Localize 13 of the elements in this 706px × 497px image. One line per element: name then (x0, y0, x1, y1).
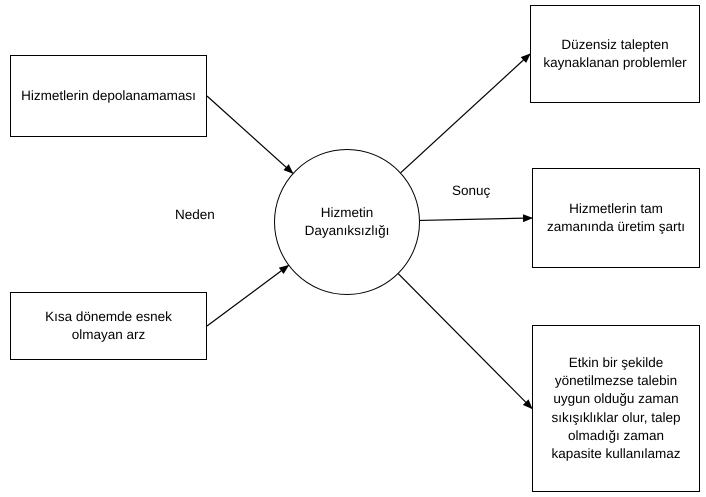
arrow (400, 53, 531, 174)
arrow (206, 96, 294, 174)
process-box: Kısa dönemde esnek olmayan arz (10, 292, 207, 360)
central-circle: Hizmetin Dayanıksızlığı (274, 149, 420, 295)
process-box: Hizmetlerin tam zamanında üretim şartı (532, 168, 700, 268)
process-box: Hizmetlerin depolanamaması (10, 55, 207, 137)
annotation-label: Sonuç (452, 183, 490, 198)
arrow (420, 214, 533, 222)
process-box: Düzensiz talepten kaynaklanan problemler (530, 5, 700, 103)
annotation-label: Neden (175, 207, 215, 222)
arrow (206, 264, 290, 326)
process-box: Etkin bir şekilde yönetilmezse talebin uygun olduğu zaman sıkışıklıklar olur, talep olmadığı zaman kapasite kullanılamaz (532, 325, 700, 492)
arrow (398, 273, 533, 410)
